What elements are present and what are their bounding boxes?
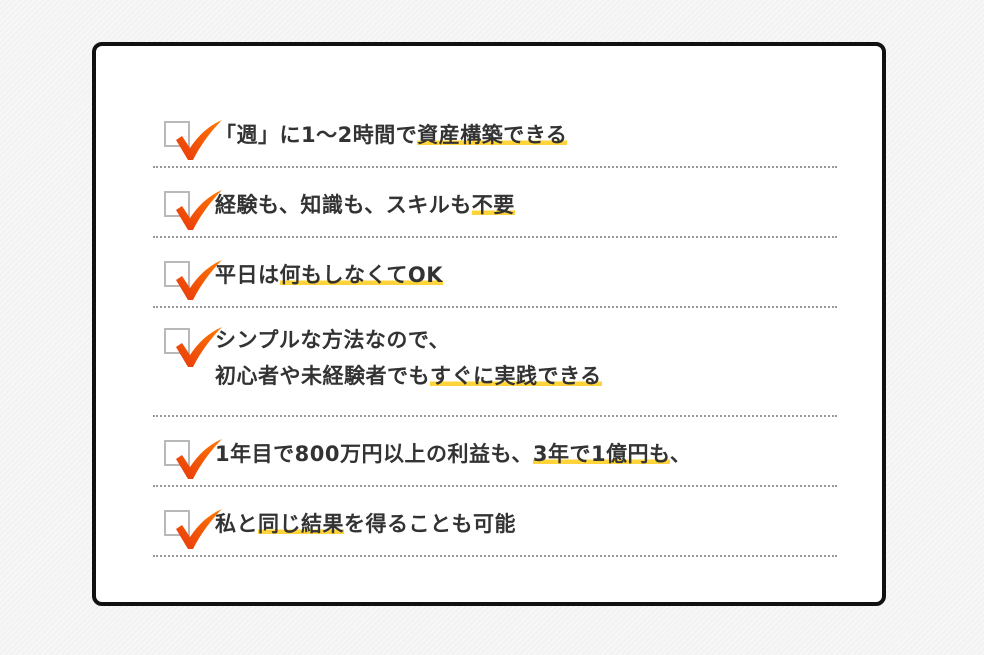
orange-checkmark-icon (176, 260, 222, 300)
orange-checkmark-icon (176, 120, 222, 160)
item-text: 、 (669, 442, 692, 466)
highlighted-text: 不要 (471, 193, 515, 217)
item-text: シンプルな方法なので、 (215, 328, 451, 352)
checklist-item: 経験も、知識も、スキルも不要 (153, 168, 837, 238)
checklist-item: 私と同じ結果を得ることも可能 (153, 487, 837, 557)
checklist-item-line: 1年目で800万円以上の利益も、3年で1億円も、 (215, 436, 827, 472)
item-text: 経験も、知識も、スキルも (215, 193, 472, 217)
checklist-item: 「週」に1〜2時間で資産構築できる (153, 98, 837, 168)
item-text: 1年目で800万円以上の利益も、 (215, 442, 533, 466)
item-text: 初心者や未経験者でも (215, 364, 430, 388)
highlighted-text: すぐに実践できる (430, 364, 602, 388)
checklist-item-line: 私と同じ結果を得ることも可能 (215, 506, 827, 542)
highlighted-text: 同じ結果 (258, 512, 344, 536)
checkbox-icon (164, 260, 222, 300)
item-text: 私と (215, 512, 258, 536)
checklist-item-line: 経験も、知識も、スキルも不要 (215, 187, 827, 223)
orange-checkmark-icon (176, 439, 222, 479)
item-text: 「週」に1〜2時間で (215, 123, 418, 147)
checkbox-icon (164, 327, 222, 367)
checklist-item-line: 「週」に1〜2時間で資産構築できる (215, 117, 827, 153)
orange-checkmark-icon (176, 190, 222, 230)
checklist-item-line: 初心者や未経験者でもすぐに実践できる (215, 358, 827, 394)
checklist-item-line: シンプルな方法なので、 (215, 322, 827, 358)
highlighted-text: 3年で1億円も (532, 442, 670, 466)
checkbox-icon (164, 120, 222, 160)
orange-checkmark-icon (176, 509, 222, 549)
checklist-item: 平日は何もしなくてOK (153, 238, 837, 308)
highlighted-text: 資産構築できる (417, 123, 568, 147)
checklist-item-line: 平日は何もしなくてOK (215, 257, 827, 293)
benefits-checklist: 「週」に1〜2時間で資産構築できる経験も、知識も、スキルも不要平日は何もしなくて… (153, 98, 837, 557)
checkbox-icon (164, 439, 222, 479)
checkbox-icon (164, 190, 222, 230)
benefits-card: 「週」に1〜2時間で資産構築できる経験も、知識も、スキルも不要平日は何もしなくて… (92, 42, 886, 606)
item-text: 平日は (215, 263, 280, 287)
orange-checkmark-icon (176, 327, 222, 367)
checklist-item: シンプルな方法なので、初心者や未経験者でもすぐに実践できる (153, 308, 837, 417)
item-text: を得ることも可能 (344, 512, 516, 536)
checklist-item: 1年目で800万円以上の利益も、3年で1億円も、 (153, 417, 837, 487)
highlighted-text: 何もしなくてOK (279, 263, 443, 287)
checkbox-icon (164, 509, 222, 549)
